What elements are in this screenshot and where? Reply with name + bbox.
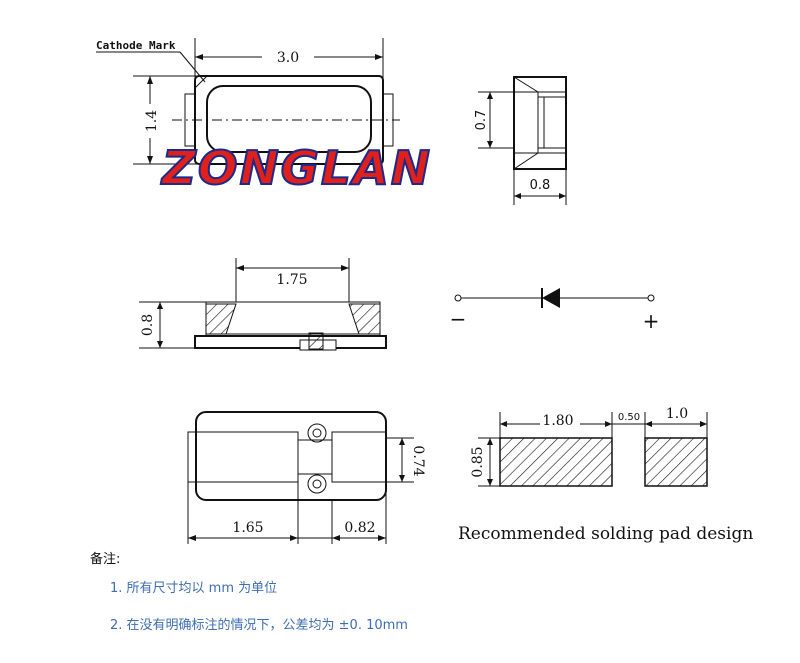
bottom-right-width-label: 0.82	[344, 520, 375, 536]
front-base	[194, 335, 387, 349]
notes-line-2: 2. 在没有明确标注的情况下，公差均为 ±0. 10mm	[110, 618, 408, 633]
bottom-view: 0.74 1.65 0.82	[187, 411, 426, 544]
bottom-package-body	[195, 411, 387, 501]
brand-watermark: ZONGLAN	[159, 140, 432, 196]
bottom-left-width-label: 1.65	[232, 520, 263, 536]
side-width-label: 0.8	[530, 178, 551, 193]
pad-right-width-label: 1.0	[666, 406, 688, 422]
pad-right	[644, 437, 708, 487]
diode-symbol: − +	[450, 288, 660, 333]
pad-left-width-label: 1.80	[542, 413, 573, 429]
diode-triangle	[542, 288, 560, 308]
top-lens	[206, 85, 372, 153]
notes-heading: 备注:	[90, 552, 121, 567]
pad-design-caption: Recommended solding pad design	[458, 524, 754, 544]
side-height-label: 0.7	[474, 110, 489, 131]
side-view: 0.7 0.8	[474, 76, 567, 205]
pad-design: 1.80 0.50 1.0 0.85	[470, 404, 708, 487]
brand-text: ZONGLAN	[160, 141, 432, 195]
front-view: 1.75 0.8	[139, 258, 387, 351]
top-height-label: 1.4	[144, 110, 160, 132]
notes-line-1: 1. 所有尺寸均以 mm 为单位	[110, 581, 278, 596]
cathode-mark-label: Cathode Mark	[96, 39, 176, 52]
bottom-height-label: 0.74	[410, 445, 426, 476]
front-height-label: 0.8	[140, 314, 156, 336]
pad-left	[499, 437, 613, 487]
top-view: 3.0 Cathode Mark 1.4	[96, 38, 400, 165]
plus-sign: +	[643, 309, 660, 333]
side-body	[513, 76, 567, 170]
front-width-label: 1.75	[276, 272, 307, 288]
notes-section: 备注: 1. 所有尺寸均以 mm 为单位 2. 在没有明确标注的情况下，公差均为…	[90, 548, 408, 633]
pad-gap-label: 0.50	[618, 412, 640, 423]
pad-height-label: 0.85	[470, 446, 486, 477]
minus-sign: −	[450, 307, 467, 331]
top-width-label: 3.0	[277, 50, 299, 66]
